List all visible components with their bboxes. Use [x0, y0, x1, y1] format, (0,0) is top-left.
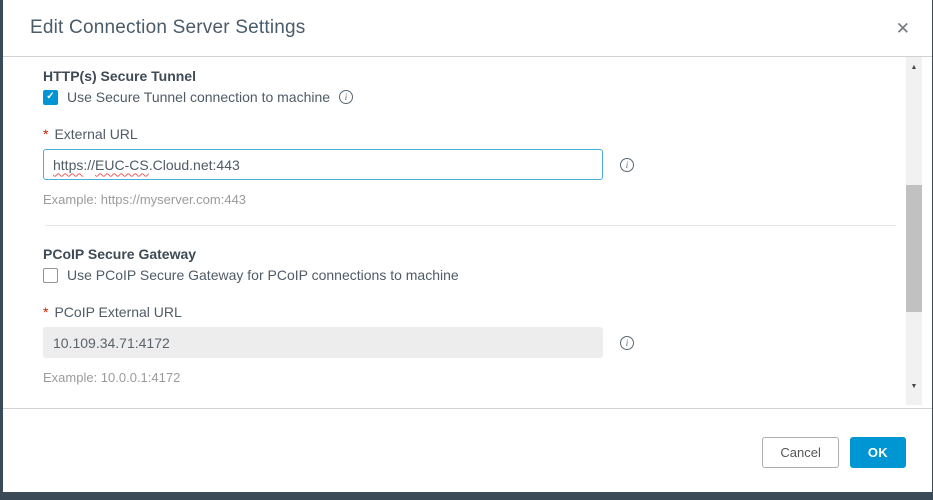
close-icon[interactable]: ✕	[895, 18, 910, 38]
dialog-body: HTTP(s) Secure Tunnel ✓ Use Secure Tunne…	[3, 57, 932, 409]
cancel-button[interactable]: Cancel	[762, 437, 839, 468]
checkmark-icon: ✓	[46, 91, 55, 102]
section-heading-secure-tunnel: HTTP(s) Secure Tunnel	[43, 68, 196, 84]
pcoip-checkbox-row[interactable]: ✓ Use PCoIP Secure Gateway for PCoIP con…	[43, 267, 932, 283]
edit-connection-server-dialog: Edit Connection Server Settings ✕ HTTP(s…	[3, 0, 932, 492]
pcoip-external-url-input: 10.109.34.71:4172	[43, 327, 603, 358]
pcoip-checkbox[interactable]: ✓	[43, 267, 58, 283]
secure-tunnel-checkbox-label: Use Secure Tunnel connection to machine	[67, 89, 331, 105]
pcoip-url-label: PCoIP External URL	[54, 304, 182, 320]
scrollbar-down-arrow-icon[interactable]: ▼	[910, 382, 918, 390]
dialog-title: Edit Connection Server Settings	[30, 17, 306, 38]
pcoip-checkbox-label: Use PCoIP Secure Gateway for PCoIP conne…	[67, 267, 459, 283]
pcoip-url-input-row: 10.109.34.71:4172 i	[43, 327, 932, 358]
external-url-field-label: * External URL	[43, 126, 932, 142]
external-url-info-icon[interactable]: i	[620, 157, 634, 172]
required-asterisk: *	[43, 304, 49, 320]
ok-button[interactable]: OK	[849, 437, 906, 468]
secure-tunnel-checkbox-row[interactable]: ✓ Use Secure Tunnel connection to machin…	[43, 89, 932, 105]
secure-tunnel-info-icon[interactable]: i	[339, 90, 354, 104]
external-url-label: External URL	[54, 126, 138, 142]
secure-tunnel-checkbox[interactable]: ✓	[43, 89, 58, 105]
section-divider	[46, 225, 896, 226]
dialog-header: Edit Connection Server Settings ✕	[3, 0, 932, 57]
dialog-content: HTTP(s) Secure Tunnel ✓ Use Secure Tunne…	[3, 57, 932, 385]
required-asterisk: *	[43, 126, 49, 142]
section-heading-pcoip-gateway: PCoIP Secure Gateway	[43, 246, 197, 262]
pcoip-url-example: Example: 10.0.0.1:4172	[43, 370, 181, 385]
vertical-scrollbar[interactable]: ▲ ▼	[906, 57, 922, 405]
external-url-input-row: https://EUC-CS.Cloud.net:443 i	[43, 149, 932, 180]
pcoip-url-info-icon[interactable]: i	[620, 335, 634, 350]
pcoip-url-field-label: * PCoIP External URL	[43, 304, 932, 320]
external-url-input[interactable]: https://EUC-CS.Cloud.net:443	[43, 149, 603, 180]
dialog-footer: Cancel OK	[3, 409, 932, 492]
scrollbar-up-arrow-icon[interactable]: ▲	[910, 63, 918, 71]
scrollbar-thumb[interactable]	[906, 185, 922, 312]
external-url-example: Example: https://myserver.com:443	[43, 192, 247, 207]
